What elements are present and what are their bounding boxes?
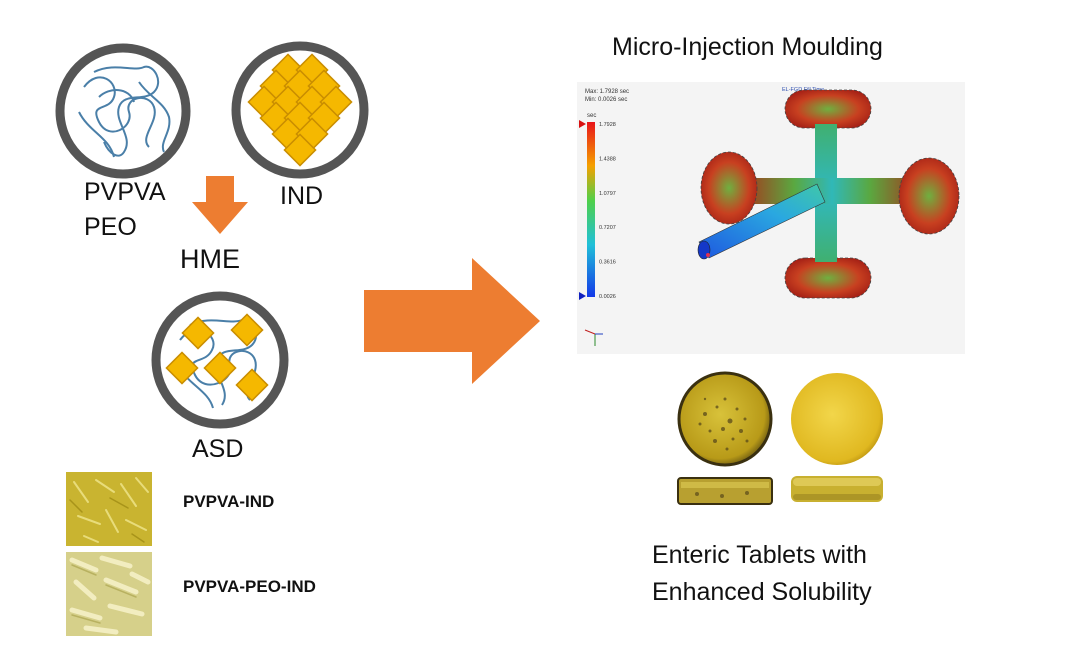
tablet-side-view-1 bbox=[677, 477, 773, 505]
sim-readout-max: Max: 1.7928 sec bbox=[585, 89, 629, 95]
drug-crystal-circle bbox=[231, 41, 369, 179]
mould-fill-simulation: Max: 1.7928 sec Min: 0.0026 sec sec 1.79… bbox=[577, 82, 965, 354]
sim-color-scale bbox=[587, 122, 595, 297]
caption-line-2: Enhanced Solubility bbox=[652, 578, 872, 606]
sim-part-label: EL-FGD Fill Time bbox=[782, 87, 824, 93]
sim-legend-tick-label: 1.4388 bbox=[599, 156, 616, 162]
sim-legend-tick-label: 0.7207 bbox=[599, 225, 616, 231]
sim-legend-ticks: 1.7928 1.4388 1.0797 0.7207 0.3616 0.0026 bbox=[599, 122, 616, 300]
sim-legend-tick-label: 1.7928 bbox=[599, 122, 616, 128]
polymer-label-pvpva: PVPVA bbox=[84, 178, 166, 206]
right-arrow-icon bbox=[364, 258, 540, 384]
sim-readout-min: Min: 0.0026 sec bbox=[585, 97, 627, 103]
drug-label-ind: IND bbox=[280, 182, 324, 210]
sample-label-pvpva-ind: PVPVA-IND bbox=[183, 492, 275, 511]
sim-legend-title: sec bbox=[587, 113, 596, 119]
tablet-top-view-1 bbox=[677, 371, 773, 467]
sim-legend-tick-label: 0.3616 bbox=[599, 260, 616, 266]
process-label-hme: HME bbox=[180, 244, 240, 274]
sim-legend-tick-label: 0.0026 bbox=[599, 294, 616, 300]
caption-line-1: Enteric Tablets with bbox=[652, 541, 867, 569]
down-arrow-icon bbox=[192, 176, 248, 234]
sample-photo-pvpva-peo-ind bbox=[66, 552, 152, 636]
asd-circle bbox=[151, 291, 289, 429]
tablet-side-view-2 bbox=[791, 476, 883, 502]
polymer-chains bbox=[78, 65, 171, 158]
micro-injection-title: Micro-Injection Moulding bbox=[612, 33, 883, 61]
sample-label-pvpva-peo-ind: PVPVA-PEO-IND bbox=[183, 577, 316, 596]
polymer-label-peo: PEO bbox=[84, 213, 137, 241]
product-label-asd: ASD bbox=[192, 435, 244, 463]
crystal-tile bbox=[283, 133, 317, 167]
drug-crystals bbox=[247, 53, 353, 167]
asd-dispersed-crystals bbox=[165, 313, 269, 402]
sim-legend-tick-label: 1.0797 bbox=[599, 191, 616, 197]
polymer-circle bbox=[55, 43, 191, 179]
sample-photo-pvpva-ind bbox=[66, 472, 152, 546]
tablet-top-view-2 bbox=[791, 373, 883, 465]
